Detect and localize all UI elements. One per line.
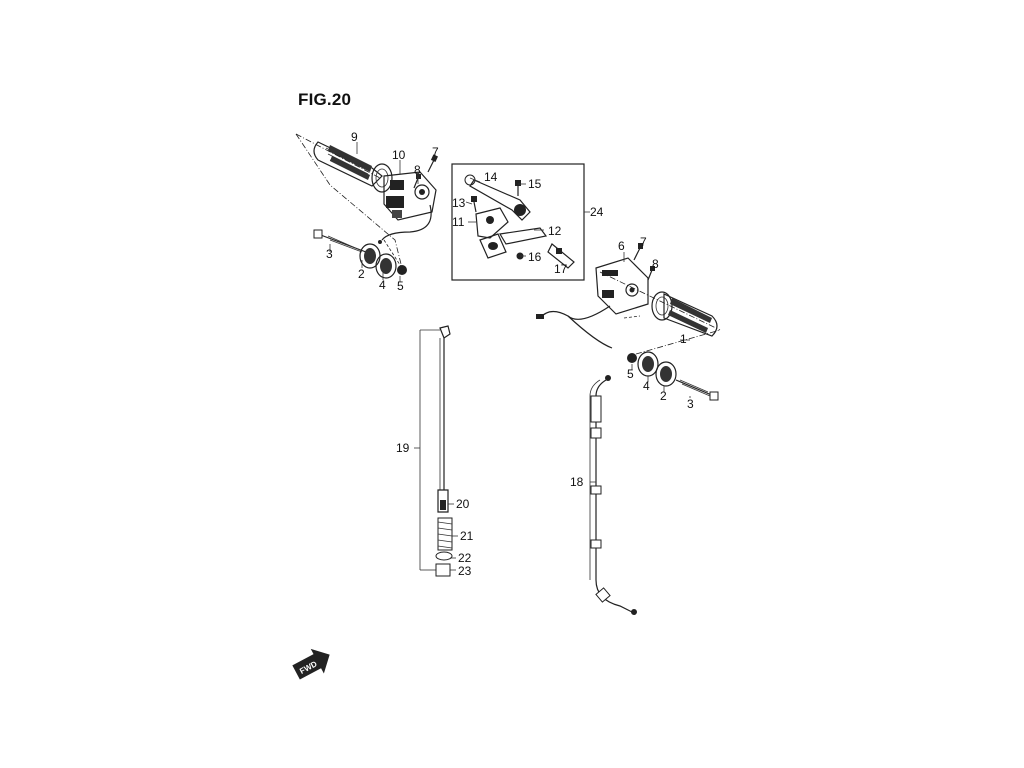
callout-23: 23 — [458, 564, 472, 578]
nut-part — [627, 353, 637, 363]
nut-part — [397, 265, 407, 275]
bar-end-weight-part — [359, 243, 381, 269]
brake-cable-part — [419, 325, 451, 571]
callout-9: 9 — [351, 130, 358, 144]
bar-end-bolt-part — [313, 229, 367, 253]
callout-22: 22 — [458, 551, 472, 565]
bar-end-bolt-part — [675, 379, 719, 401]
screw-part — [413, 174, 421, 189]
callout-2: 2 — [358, 267, 365, 281]
callout-8: 8 — [652, 257, 659, 271]
throttle-cable-part — [589, 375, 637, 615]
screw-part — [471, 196, 477, 213]
right-switch-housing-part — [536, 257, 649, 349]
screw-part — [647, 266, 655, 281]
callout-4: 4 — [643, 379, 650, 393]
callout-2: 2 — [660, 389, 667, 403]
callout-7: 7 — [432, 145, 439, 159]
callout-3: 3 — [687, 397, 694, 411]
figure-title: FIG.20 — [298, 90, 352, 109]
left-grip-part — [313, 141, 393, 193]
callout-24: 24 — [590, 205, 604, 219]
callout-17: 17 — [554, 262, 568, 276]
forward-direction-arrow-icon: FWD — [292, 648, 330, 680]
callout-19: 19 — [396, 441, 410, 455]
bar-end-weight-part — [655, 361, 677, 387]
bar-end-weight-part — [637, 351, 659, 377]
pin-part — [435, 563, 451, 577]
bar-end-weight-part — [375, 253, 397, 279]
callout-10: 10 — [392, 148, 406, 162]
left-switch-housing-part — [378, 171, 437, 244]
callout-7: 7 — [640, 235, 647, 249]
screw-part — [633, 243, 643, 261]
callout-13: 13 — [452, 196, 466, 210]
callout-14: 14 — [484, 170, 498, 184]
callout-5: 5 — [627, 367, 634, 381]
callout-5: 5 — [397, 279, 404, 293]
right-grip-part — [651, 291, 718, 337]
callout-21: 21 — [460, 529, 474, 543]
screw-part — [427, 154, 438, 173]
screw-part — [515, 180, 521, 196]
adjuster-nut-part — [435, 551, 453, 561]
callout-15: 15 — [528, 177, 542, 191]
callout-1: 1 — [680, 332, 687, 346]
cable-adjuster-part — [440, 500, 446, 510]
callout-16: 16 — [528, 250, 542, 264]
callout-3: 3 — [326, 247, 333, 261]
callout-8: 8 — [414, 163, 421, 177]
callout-11: 11 — [452, 215, 465, 229]
lever-clamp-part — [499, 227, 548, 245]
lever-assembly-box — [451, 163, 585, 281]
brake-lever-part — [464, 174, 531, 221]
callout-12: 12 — [548, 224, 562, 238]
brake-switch-part — [547, 243, 575, 269]
spring-part — [437, 517, 453, 551]
callout-20: 20 — [456, 497, 470, 511]
callout-6: 6 — [618, 239, 625, 253]
callout-18: 18 — [570, 475, 584, 489]
lever-bracket-part — [475, 207, 509, 259]
callout-4: 4 — [379, 278, 386, 292]
